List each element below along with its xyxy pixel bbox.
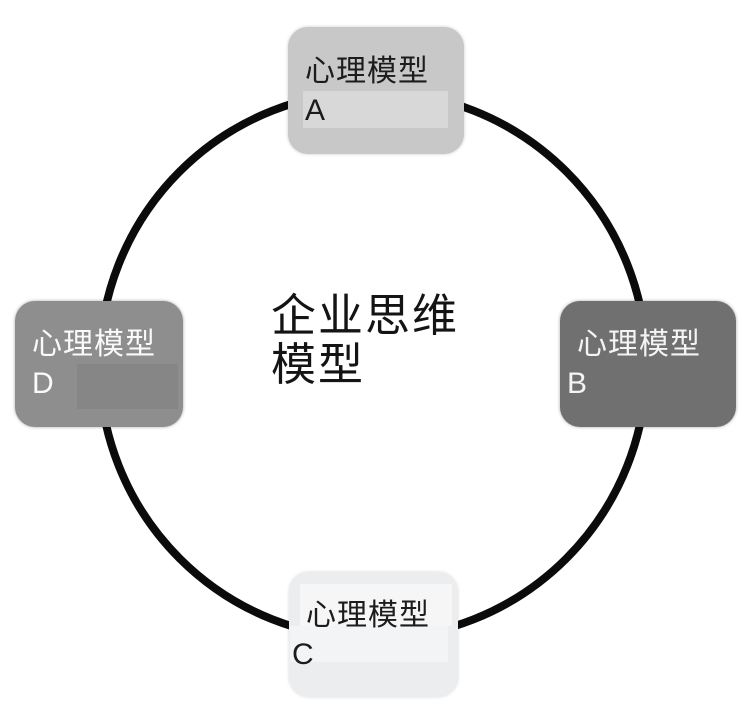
diagram-title: 企业思维 模型 [271,291,459,389]
node-mental-model-b: 心理模型 B [560,301,736,427]
node-c-letter: C [292,637,315,671]
node-d-label: 心理模型 [32,328,156,361]
node-a-letter: A [305,93,327,127]
node-b-label: 心理模型 [577,328,701,361]
node-mental-model-a: 心理模型 A [288,27,464,154]
node-c-label: 心理模型 [306,598,430,632]
node-b-letter: B [567,367,589,400]
title-line-1: 企业思维 [271,290,460,341]
node-a-label: 心理模型 [305,54,429,88]
node-mental-model-d: 心理模型 D [15,301,183,427]
node-mental-model-c: 心理模型 C [289,572,458,697]
node-d-letter: D [32,367,55,400]
title-line-2: 模型 [271,339,366,390]
